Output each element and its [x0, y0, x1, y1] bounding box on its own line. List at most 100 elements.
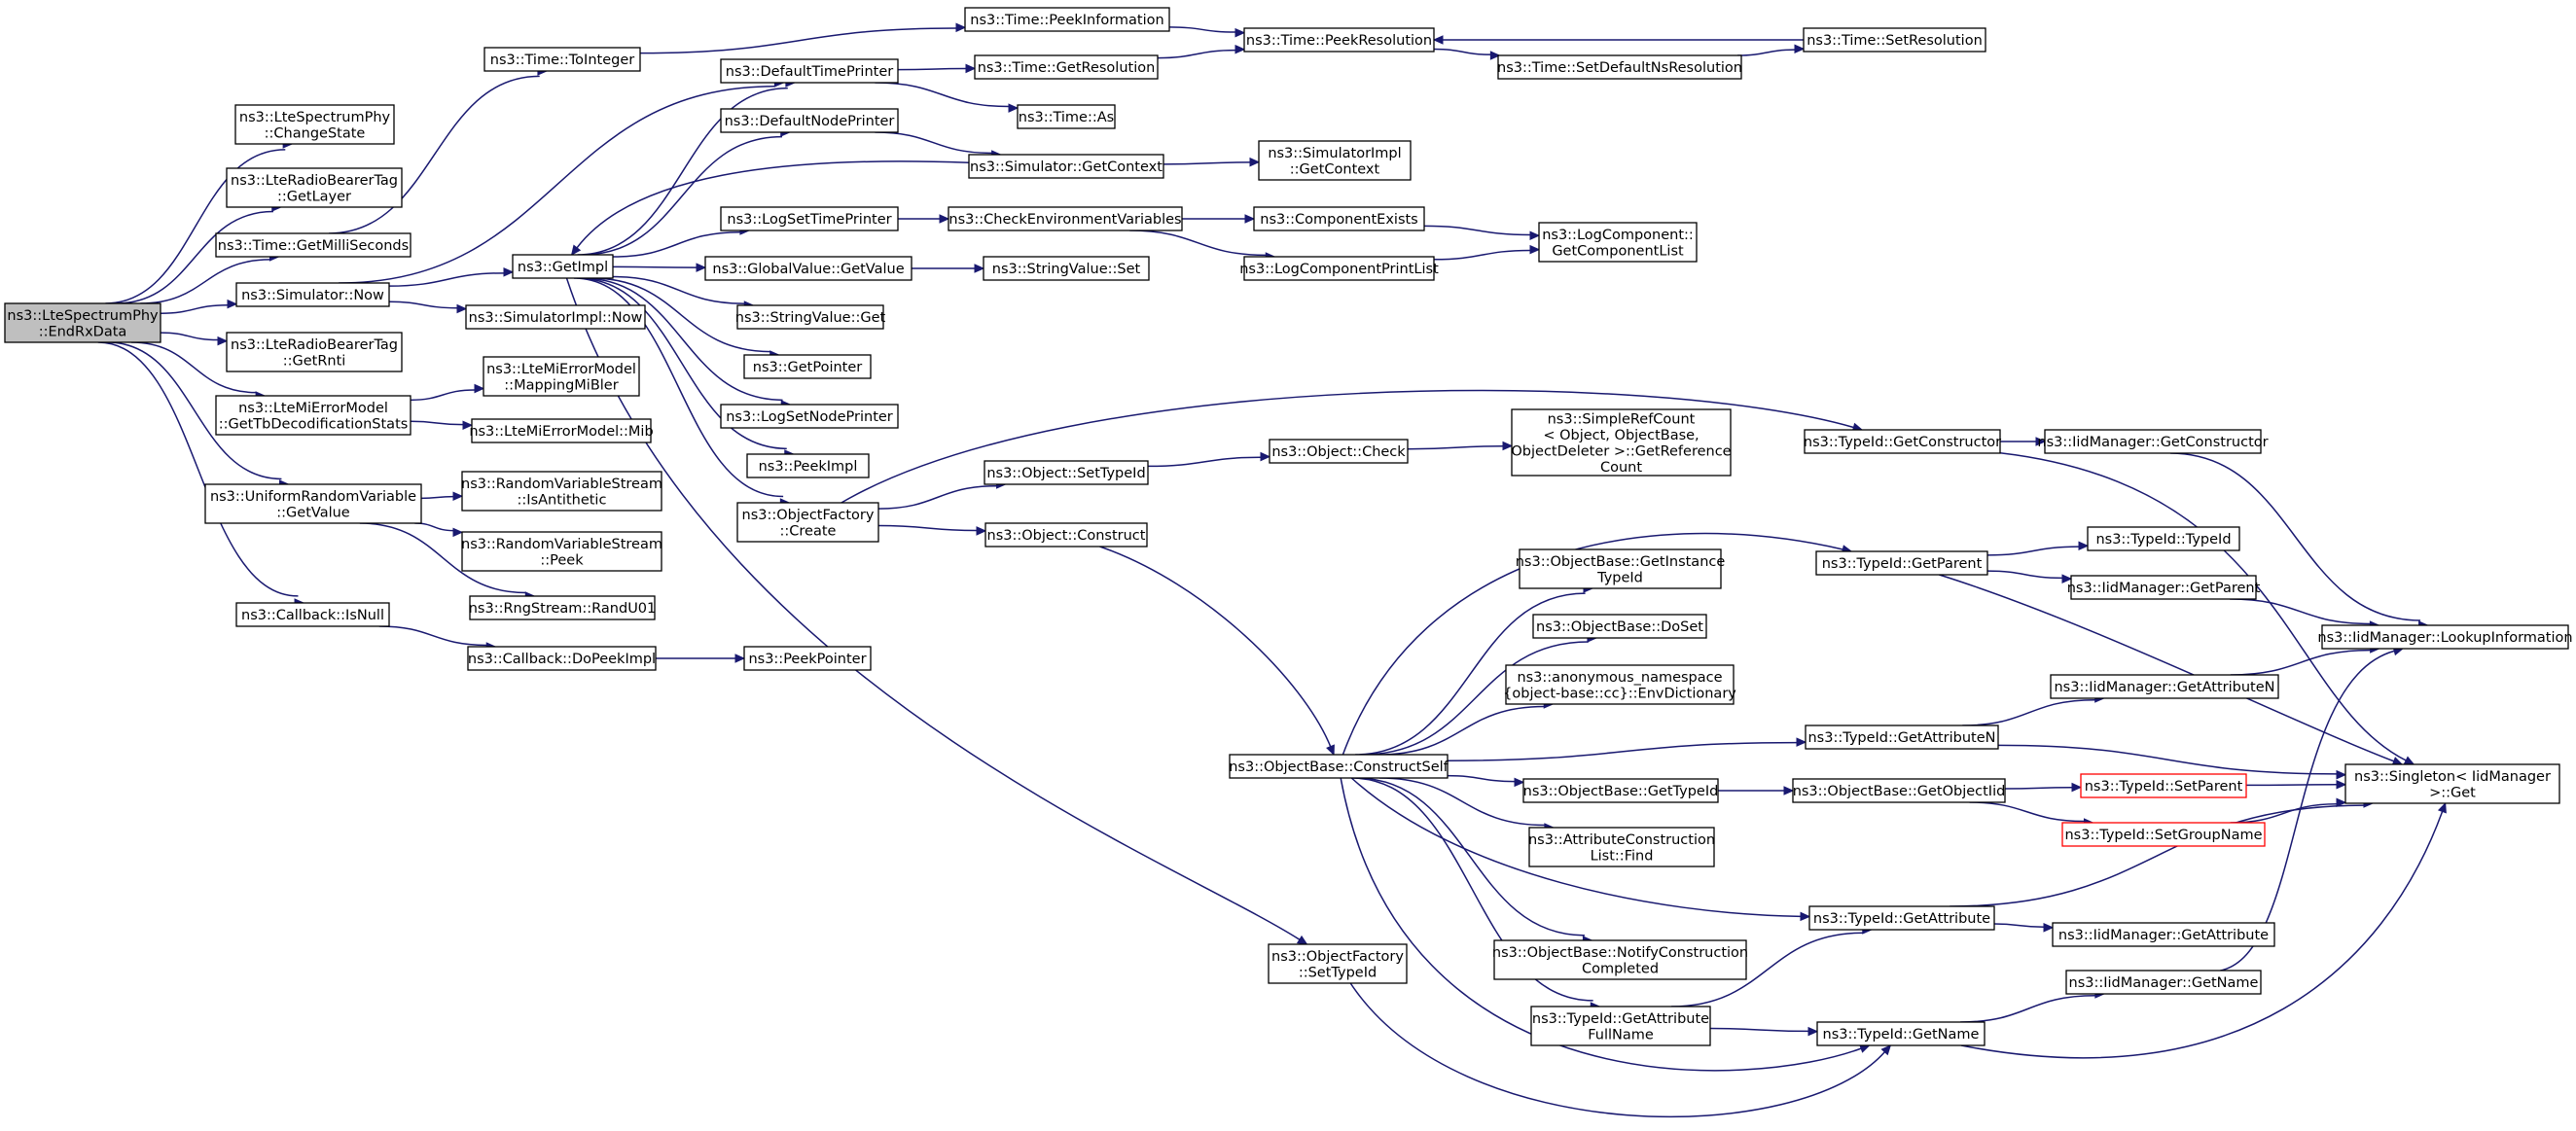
node-box [983, 256, 1150, 281]
node-globalvalueget[interactable]: ns3::GlobalValue::GetValue [704, 256, 912, 281]
node-componentexists[interactable]: ns3::ComponentExists [1253, 206, 1425, 231]
node-peekinformation[interactable]: ns3::Time::PeekInformation [964, 7, 1170, 32]
node-changestate[interactable]: ns3::LteSpectrumPhy::ChangeState [234, 104, 395, 145]
node-gettbdec[interactable]: ns3::LteMiErrorModel::GetTbDecodificatio… [215, 395, 411, 436]
node-label-line: ns3::IidManager::GetAttributeN [2054, 680, 2274, 695]
node-obgettypeid[interactable]: ns3::ObjectBase::GetTypeId [1522, 778, 1719, 803]
node-simimplnow[interactable]: ns3::SimulatorImpl::Now [465, 304, 646, 330]
call-edge-peekresolution-to-setdefaultns [1433, 48, 1491, 55]
node-box [235, 602, 390, 627]
node-dopeekimpl[interactable]: ns3::Callback::DoPeekImpl [467, 646, 657, 671]
arrowhead-deftimeprinter-to-timeas [1008, 103, 1020, 113]
node-getmilli[interactable]: ns3::Time::GetMilliSeconds [215, 232, 411, 258]
node-getpointer[interactable]: ns3::GetPointer [743, 354, 872, 379]
node-timegetresolution[interactable]: ns3::Time::GetResolution [974, 54, 1159, 80]
node-objcheck[interactable]: ns3::Object::Check [1269, 439, 1409, 464]
node-simnow[interactable]: ns3::Simulator::Now [235, 282, 390, 307]
arrowhead-simgetcontext-to-getimpl [570, 244, 582, 256]
node-deftimeprinter[interactable]: ns3::DefaultTimePrinter [720, 58, 899, 84]
node-getrnti[interactable]: ns3::LteRadioBearerTag::GetRnti [226, 332, 403, 372]
node-box [1511, 408, 1732, 477]
node-peekimpl[interactable]: ns3::PeekImpl [746, 453, 870, 478]
node-label-line: ns3::PeekPointer [748, 652, 866, 667]
node-label-line: ns3::Time::PeekResolution [1246, 33, 1432, 49]
node-timeas[interactable]: ns3::Time::As [1017, 104, 1116, 129]
node-getimpl[interactable]: ns3::GetImpl [512, 254, 614, 279]
node-isantithetic[interactable]: ns3::RandomVariableStream::IsAntithetic [461, 471, 662, 512]
node-iidgetattributen[interactable]: ns3::IidManager::GetAttributeN [2050, 674, 2279, 699]
node-stringvalueget[interactable]: ns3::StringValue::Get [735, 304, 886, 330]
node-setdefaultns[interactable]: ns3::Time::SetDefaultNsResolution [1497, 54, 1742, 80]
node-label-line: ::Create [780, 523, 837, 539]
node-logsetnodeprinter[interactable]: ns3::LogSetNodePrinter [720, 404, 899, 429]
node-objfactsettypeid[interactable]: ns3::ObjectFactory::SetTypeId [1268, 943, 1408, 984]
node-tidsetparent[interactable]: ns3::TypeId::SetParent [2080, 773, 2247, 798]
node-tidgetconstructor[interactable]: ns3::TypeId::GetConstructor [1804, 429, 2001, 454]
node-mappingmibler[interactable]: ns3::LteMiErrorModel::MappingMiBler [483, 356, 640, 397]
node-getlayer[interactable]: ns3::LteRadioBearerTag::GetLayer [226, 167, 403, 208]
node-endrx[interactable]: ns3::LteSpectrumPhy::EndRxData [4, 302, 161, 343]
node-setresolution[interactable]: ns3::Time::SetResolution [1803, 27, 1986, 53]
node-objconstruct[interactable]: ns3::Object::Construct [984, 522, 1148, 548]
arrowhead-objcheck-to-simplerefcount [1502, 441, 1514, 451]
node-tidgetparent[interactable]: ns3::TypeId::GetParent [1815, 550, 1988, 576]
node-envdictionary[interactable]: ns3::anonymous_namespace{object-base::cc… [1503, 664, 1736, 705]
node-simplerefcount[interactable]: ns3::SimpleRefCount< Object, ObjectBase,… [1511, 408, 1732, 477]
node-notifyconstr[interactable]: ns3::ObjectBase::NotifyConstructionCompl… [1492, 939, 1748, 980]
node-simimplgetcontext[interactable]: ns3::SimulatorImpl::GetContext [1258, 140, 1412, 181]
node-tidsetgroupname[interactable]: ns3::TypeId::SetGroupName [2061, 822, 2266, 847]
node-peekpointer[interactable]: ns3::PeekPointer [743, 646, 872, 671]
node-label-line: {object-base::cc}::EnvDictionary [1503, 686, 1736, 701]
node-tidgetname[interactable]: ns3::TypeId::GetName [1816, 1021, 1986, 1046]
node-label-line: ::ChangeState [265, 125, 366, 141]
node-lookupinfo[interactable]: ns3::IidManager::LookupInformation [2317, 624, 2573, 650]
node-iidgetname[interactable]: ns3::IidManager::GetName [2065, 970, 2262, 995]
node-tidgetattributen[interactable]: ns3::TypeId::GetAttributeN [1805, 725, 1999, 750]
node-doset[interactable]: ns3::ObjectBase::DoSet [1532, 614, 1707, 639]
node-label-line: ns3::UniformRandomVariable [210, 489, 416, 505]
node-iidgetattribute[interactable]: ns3::IidManager::GetAttribute [2052, 922, 2275, 947]
call-edge-checkenv-to-logcompprintlist [1129, 230, 1267, 257]
node-iidgetparent[interactable]: ns3::IidManager::GetParent [2067, 575, 2261, 600]
call-edge-getimpl-to-logsettimeprinter [612, 230, 741, 258]
node-label-line: ObjectDeleter >::GetReference [1511, 443, 1731, 459]
node-label-line: FullName [1588, 1027, 1654, 1043]
node-logsettimeprinter[interactable]: ns3::LogSetTimePrinter [720, 206, 899, 231]
node-peekresolution[interactable]: ns3::Time::PeekResolution [1243, 27, 1435, 53]
node-box [720, 404, 899, 429]
arrowhead-tidgetattributen-to-singletonget [2336, 769, 2347, 780]
node-stringvalueset[interactable]: ns3::StringValue::Set [983, 256, 1150, 281]
node-checkenv[interactable]: ns3::CheckEnvironmentVariables [948, 206, 1183, 231]
node-objsettypeid[interactable]: ns3::Object::SetTypeId [984, 460, 1149, 485]
node-label-line: Completed [1582, 961, 1659, 976]
node-label-line: ns3::Callback::DoPeekImpl [468, 652, 656, 667]
call-edge-peekinformation-to-peekresolution [1168, 26, 1236, 33]
node-defnodeprinter[interactable]: ns3::DefaultNodePrinter [720, 108, 899, 133]
node-mib[interactable]: ns3::LteMiErrorModel::Mib [469, 418, 654, 443]
call-edge-simnow-to-getimpl [388, 272, 505, 287]
node-getobjectiid[interactable]: ns3::ObjectBase::GetObjectIid [1792, 778, 2006, 803]
node-singletonget[interactable]: ns3::Singleton< IidManager>::Get [2344, 763, 2560, 804]
node-tidgetattribute[interactable]: ns3::TypeId::GetAttribute [1808, 905, 1995, 931]
call-edge-tidgetattributen-to-iidgetattributen [1962, 698, 2095, 726]
node-uniformget[interactable]: ns3::UniformRandomVariable::GetValue [204, 483, 422, 524]
arrowhead-endrx-to-getrnti [217, 336, 229, 346]
arrowhead-globalvalueget-to-stringvalueset [974, 264, 985, 273]
node-getcomplist[interactable]: ns3::LogComponent::GetComponentList [1538, 222, 1698, 263]
node-iidgetconstructor[interactable]: ns3::IidManager::GetConstructor [2037, 429, 2269, 454]
node-typeidctor[interactable]: ns3::TypeId::TypeId [2087, 526, 2240, 551]
call-edge-defnodeprinter-to-simgetcontext [875, 131, 992, 155]
node-randu01[interactable]: ns3::RngStream::RandU01 [469, 595, 657, 620]
call-edge-cbisnull-to-dopeekimpl [378, 625, 487, 647]
node-constructself[interactable]: ns3::ObjectBase::ConstructSelf [1229, 754, 1449, 779]
node-peek[interactable]: ns3::RandomVariableStream::Peek [461, 531, 662, 572]
node-objfactcreate[interactable]: ns3::ObjectFactory::Create [736, 502, 879, 543]
node-cbisnull[interactable]: ns3::Callback::IsNull [235, 602, 390, 627]
node-tointeger[interactable]: ns3::Time::ToInteger [483, 47, 641, 72]
node-label-line: ns3::StringValue::Set [992, 262, 1141, 277]
node-logcompprintlist[interactable]: ns3::LogComponentPrintList [1239, 256, 1439, 281]
node-simgetcontext[interactable]: ns3::Simulator::GetContext [968, 154, 1164, 179]
